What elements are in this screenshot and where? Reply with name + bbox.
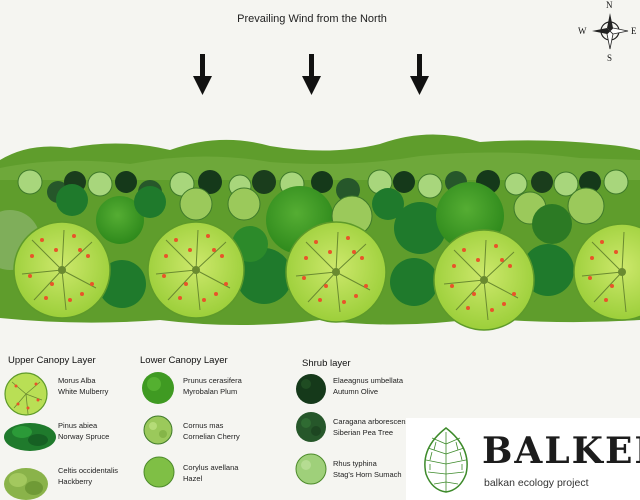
legend-item-latin-name: Caragana arborescens: [333, 417, 410, 426]
legend-item-latin-name: Celtis occidentalis: [58, 466, 119, 475]
compass-east-label: E: [631, 26, 637, 36]
diagram-title: Prevailing Wind from the North: [237, 13, 387, 25]
mulberry-tree: [13, 221, 111, 319]
wind-arrow-icon: [193, 54, 212, 95]
legend-item-latin-name: Prunus cerasifera: [183, 376, 242, 385]
mulberry-tree-icon: [4, 372, 48, 416]
legend-item-plum: Prunus cerasifera Myrobalan Plum: [183, 375, 242, 397]
legend-item-common-name: Hazel: [183, 474, 203, 483]
wind-arrow-icon: [302, 54, 321, 95]
shelter-belt-illustration: [0, 134, 640, 331]
legend-item-latin-name: Morus Alba: [58, 376, 96, 385]
legend-item-common-name: Myrobalan Plum: [183, 387, 238, 396]
mulberry-tree: [147, 221, 245, 319]
legend-item-latin-name: Cornus mas: [183, 421, 224, 430]
balkep-logo: BALKEP balkan ecology project: [406, 418, 640, 500]
legend-item-common-name: White Mulberry: [58, 387, 109, 396]
legend-item-latin-name: Elaeagnus umbellata: [333, 376, 404, 385]
hackberry-tree-icon: [4, 468, 48, 500]
legend-item-cherry: Cornus mas Cornelian Cherry: [183, 420, 240, 442]
olive-shrub-icon: [296, 374, 326, 404]
legend-heading-lower-canopy: Lower Canopy Layer: [140, 355, 228, 366]
legend-item-hazel: Corylus avellana Hazel: [183, 462, 238, 484]
legend-item-common-name: Norway Spruce: [58, 432, 110, 441]
legend-item-common-name: Hackberry: [58, 477, 93, 486]
legend-item-sumach: Rhus typhina Stag's Horn Sumach: [333, 458, 402, 480]
legend-item-spruce: Pinus abiea Norway Spruce: [58, 420, 109, 442]
legend-heading-upper-canopy: Upper Canopy Layer: [8, 355, 96, 366]
mulberry-tree: [285, 221, 387, 323]
compass-north-label: N: [606, 0, 613, 10]
compass-west-label: W: [578, 26, 587, 36]
wind-arrows: [193, 54, 429, 95]
legend-item-mulberry: Morus Alba White Mulberry: [58, 375, 108, 397]
legend-item-common-name: Siberian Pea Tree: [333, 428, 394, 437]
sumach-shrub-icon: [295, 453, 327, 485]
legend-item-latin-name: Corylus avellana: [183, 463, 239, 472]
legend-item-common-name: Cornelian Cherry: [183, 432, 240, 441]
wind-arrow-icon: [410, 54, 429, 95]
compass-star-icon: [592, 13, 629, 50]
brand-tagline: balkan ecology project: [484, 477, 589, 489]
mulberry-tree: [573, 223, 640, 321]
legend-item-latin-name: Pinus abiea: [58, 421, 98, 430]
legend-item-common-name: Stag's Horn Sumach: [333, 470, 402, 479]
brand-name: BALKEP: [482, 430, 640, 472]
legend-item-olive: Elaeagnus umbellata Autumn Olive: [333, 375, 403, 397]
mulberry-tree: [433, 229, 535, 331]
legend-item-common-name: Autumn Olive: [333, 387, 379, 396]
hazel-tree-icon: [143, 456, 175, 488]
legend-heading-shrub-layer: Shrub layer: [302, 358, 351, 369]
plum-tree-icon: [142, 372, 174, 404]
spruce-tree-icon: [4, 423, 56, 451]
legend-item-pea-tree: Caragana arborescens Siberian Pea Tree: [333, 416, 409, 438]
leaf-logo-icon: [424, 427, 468, 493]
legend-item-hackberry: Celtis occidentalis Hackberry: [58, 465, 118, 487]
legend-item-latin-name: Rhus typhina: [333, 459, 377, 468]
cherry-tree-icon: [143, 415, 173, 445]
compass-south-label: S: [607, 53, 613, 63]
compass-rose: N S E W: [574, 0, 640, 66]
pea-tree-shrub-icon: [296, 412, 326, 442]
